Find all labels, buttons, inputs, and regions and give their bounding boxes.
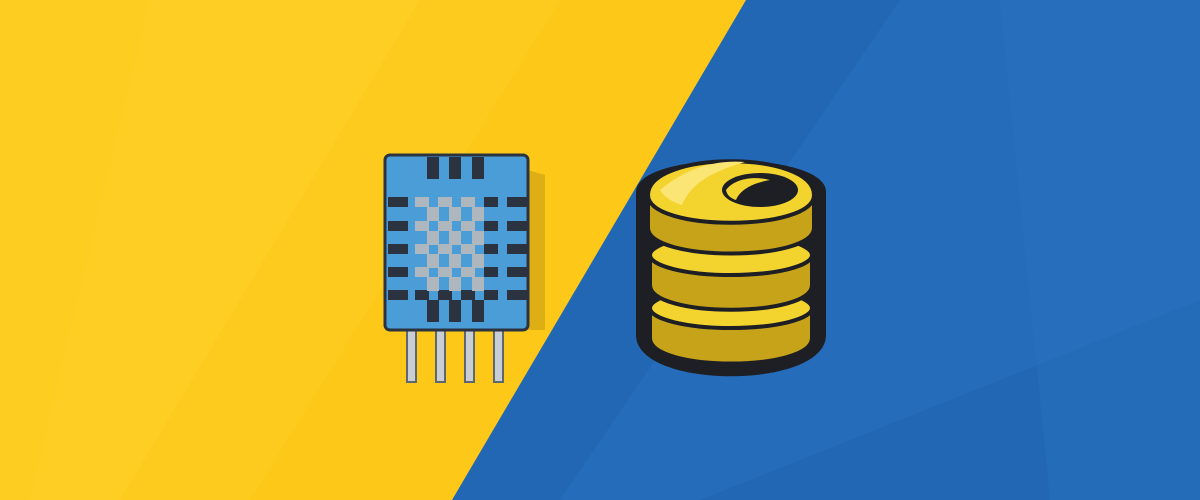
sensor-grille-slot bbox=[484, 197, 498, 207]
sensor-grille-slot bbox=[484, 221, 498, 231]
database-feather-tip bbox=[726, 178, 770, 200]
sensor-grille-slot bbox=[449, 207, 461, 221]
sensor-grille-slot bbox=[507, 244, 527, 254]
sensor-grille-slot bbox=[438, 244, 452, 254]
sensor-pin bbox=[493, 324, 504, 383]
sensor-grille-slot bbox=[461, 197, 475, 207]
sensor-grille-slot bbox=[438, 197, 452, 207]
sensor-grille-slot bbox=[507, 267, 527, 277]
sensor-grille-slot bbox=[484, 267, 498, 277]
sensor-pin bbox=[464, 324, 475, 383]
sensor-grille-slot bbox=[388, 244, 408, 254]
sensor-grille-slot bbox=[388, 197, 408, 207]
sensor-grille-slot bbox=[388, 290, 408, 300]
background-yellow-facet bbox=[0, 0, 420, 500]
sensor-grille-slot bbox=[427, 157, 439, 179]
sensor-grille-slot bbox=[449, 254, 461, 268]
sensor-grille-slot bbox=[427, 300, 439, 322]
sensor-grille-slot bbox=[484, 244, 498, 254]
sensor-pin bbox=[406, 324, 417, 383]
sensor-grille-slot bbox=[507, 197, 527, 207]
sensor-grille-slot bbox=[438, 290, 452, 300]
sensor-grille-slot bbox=[472, 207, 484, 221]
sensor-grille-slot bbox=[449, 277, 461, 291]
sensor-grille-slot bbox=[449, 300, 461, 322]
sensor-grille-slot bbox=[415, 290, 429, 300]
dht11-sensor-icon bbox=[383, 153, 545, 383]
sensor-grille-slot bbox=[427, 277, 439, 291]
sensor-grille-slot bbox=[427, 254, 439, 268]
sensor-grille-slot bbox=[438, 267, 452, 277]
background-blue-facet bbox=[1000, 0, 1200, 500]
sensor-grille-slot bbox=[449, 231, 461, 245]
sensor-grille-slot bbox=[472, 157, 484, 179]
sensor-grille-slot bbox=[461, 267, 475, 277]
sensor-grille-slot bbox=[484, 290, 498, 300]
sensor-grille-slot bbox=[388, 267, 408, 277]
sensor-grille-slot bbox=[472, 300, 484, 322]
sensor-grille-slot bbox=[472, 277, 484, 291]
sensor-grille-slot bbox=[472, 254, 484, 268]
sensor-grille-slot bbox=[461, 244, 475, 254]
sqlite-database-icon bbox=[636, 159, 826, 377]
sensor-grille-slot bbox=[415, 221, 429, 231]
sensor-grille-slot bbox=[438, 221, 452, 231]
sensor-grille-slot bbox=[427, 207, 439, 221]
sensor-grille-slot bbox=[427, 231, 439, 245]
sensor-grille-slot bbox=[415, 244, 429, 254]
database-disk-top bbox=[645, 159, 817, 256]
background-yellow-facet bbox=[30, 0, 560, 500]
sensor-grille-slot bbox=[472, 231, 484, 245]
sensor-pin bbox=[435, 324, 446, 383]
sensor-grille bbox=[388, 157, 527, 322]
sensor-grille-slot bbox=[461, 290, 475, 300]
sensor-shadow bbox=[528, 170, 545, 330]
sensor-grille-slot bbox=[507, 221, 527, 231]
sensor-grille-slot bbox=[449, 157, 461, 179]
sensor-grille-slot bbox=[388, 221, 408, 231]
sensor-grille-slot bbox=[415, 197, 429, 207]
sensor-grille-slot bbox=[415, 267, 429, 277]
sensor-grille-slot bbox=[507, 290, 527, 300]
database-feather-swoosh bbox=[660, 161, 745, 205]
sensor-grille-slot bbox=[461, 221, 475, 231]
